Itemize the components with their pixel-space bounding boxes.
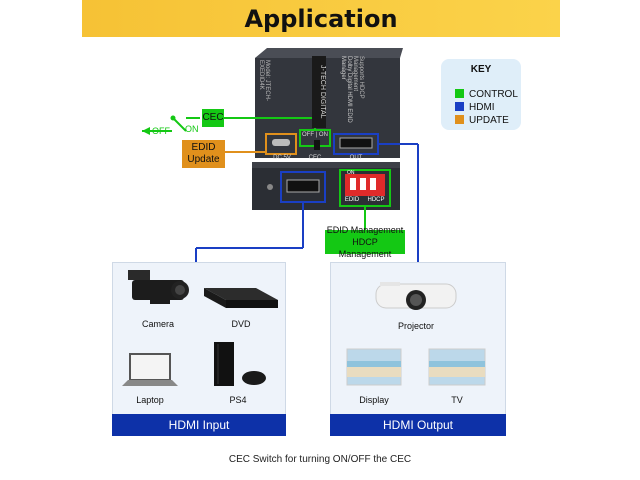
dc-port-icon — [272, 139, 290, 146]
projector-icon — [375, 282, 457, 310]
display-icon — [346, 348, 402, 386]
hdmi-out-label: OUT — [349, 155, 363, 161]
device-label-dvd: DVD — [231, 319, 251, 329]
key-item-control: CONTROL — [455, 89, 518, 100]
device-subtitle: Dolby Digital HDMI EDID Manager — [340, 56, 352, 123]
dc-port-label: DC 5V — [273, 155, 291, 161]
hdmi-output-title: HDMI Output — [330, 414, 506, 436]
switch-off-label: OFF — [152, 126, 170, 136]
device-label-camera: Camera — [141, 319, 174, 329]
title-banner — [82, 0, 560, 37]
laptop-icon — [122, 353, 178, 386]
device-label-tv: TV — [451, 395, 463, 405]
hdmi-out-port-icon — [339, 137, 373, 149]
dip-edid-label: EDID — [344, 197, 360, 203]
device-label-projector: Projector — [397, 321, 434, 331]
ps4-icon — [214, 342, 266, 386]
switch-on-label: ON — [185, 124, 199, 134]
device-label-display: Display — [359, 395, 389, 405]
hdmi-swatch — [455, 102, 464, 111]
dip-on-label: ON — [347, 170, 355, 176]
hdmi-in-port-icon — [286, 179, 320, 193]
device-subtitle-2: Supports HDCP Management — [352, 56, 364, 99]
dip-switch-2 — [360, 178, 366, 190]
switch-arm — [172, 117, 187, 132]
cec-port-label: CEC — [308, 155, 322, 161]
update-swatch — [455, 115, 464, 124]
cec-switch-icon — [314, 140, 320, 150]
dvd-player-icon — [204, 288, 278, 308]
device-label-ps4: PS4 — [229, 395, 247, 405]
dc-port-highlight — [265, 133, 297, 155]
control-swatch — [455, 89, 464, 98]
device-brand: J-TECH DIGITAL — [312, 56, 326, 128]
key-title: KEY — [470, 64, 492, 75]
power-indicator-icon — [267, 184, 273, 190]
key-item-update: UPDATE — [455, 115, 509, 126]
tv-icon — [428, 348, 486, 386]
dip-switch-1 — [350, 178, 356, 190]
hdmi-input-title: HDMI Input — [112, 414, 286, 436]
device-model: Model: JTECH-EXEDID4K — [258, 60, 270, 102]
off-on-label: OFF | ON — [302, 132, 328, 138]
caption: CEC Switch for turning ON/OFF the CEC — [228, 454, 412, 465]
page-title: Application — [244, 5, 398, 33]
cec-label: CEC — [202, 109, 224, 127]
dip-switch-3 — [370, 178, 376, 190]
key-legend: KEY CONTROL HDMI UPDATE — [441, 59, 521, 130]
dip-hdcp-label: HDCP — [367, 197, 385, 203]
switch-arrow-icon — [142, 127, 150, 135]
device-label-laptop: Laptop — [136, 395, 164, 405]
camera-icon — [128, 270, 189, 304]
key-item-hdmi: HDMI — [455, 102, 495, 113]
